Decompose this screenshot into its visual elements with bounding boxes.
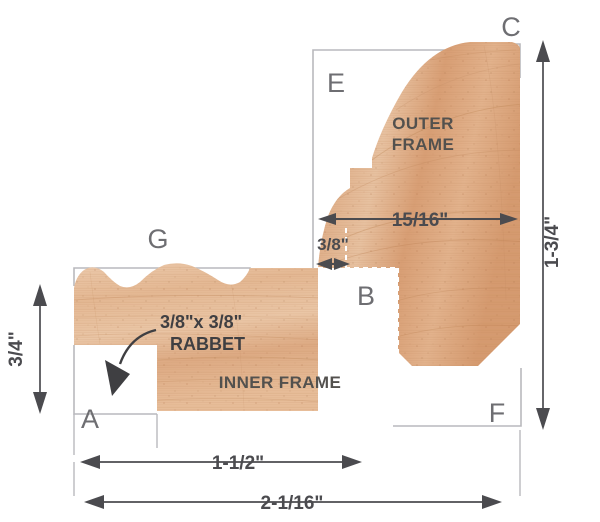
dimension-3-8: 3/8" [316,235,350,270]
rabbet-annotation: 3/8"x 3/8" RABBET [105,312,245,396]
callout-C: C [501,12,521,42]
dimension-15-16: 15/16" [318,210,518,231]
rabbet-label-line2: RABBET [170,334,245,354]
dimension-1-1-2-label: 1-1/2" [212,453,264,474]
callout-F: F [489,398,506,428]
dimension-1-1-2: 1-1/2" [80,453,362,474]
outer-frame-label-line1: OUTER [392,114,454,133]
bracket-F [393,368,522,427]
dimension-3-8-label: 3/8" [317,235,349,254]
dimension-1-3-4-label: 1-3/4" [542,216,563,268]
callout-A: A [81,404,99,434]
rabbet-label-line1: 3/8"x 3/8" [160,312,242,332]
callout-E: E [327,68,345,98]
dimension-1-3-4: 1-3/4" [536,40,563,430]
letter-callouts: C E B F A G [81,12,521,434]
dimension-3-4: 3/4" [6,284,47,414]
dimension-2-1-16-label: 2-1/16" [261,493,324,514]
inner-frame-label: INNER FRAME [219,373,341,392]
dimension-15-16-label: 15/16" [392,210,449,231]
dimension-2-1-16: 2-1/16" [84,493,502,514]
outer-frame-label-line2: FRAME [392,135,454,154]
callout-B: B [357,281,375,311]
rabbet-arrow-head [105,360,130,396]
callout-G: G [147,224,168,254]
dimension-3-4-label: 3/4" [6,331,27,366]
witness-lines [73,414,521,496]
rabbet-arrow-curve [118,328,157,365]
part-labels: OUTER FRAME INNER FRAME [219,114,454,392]
